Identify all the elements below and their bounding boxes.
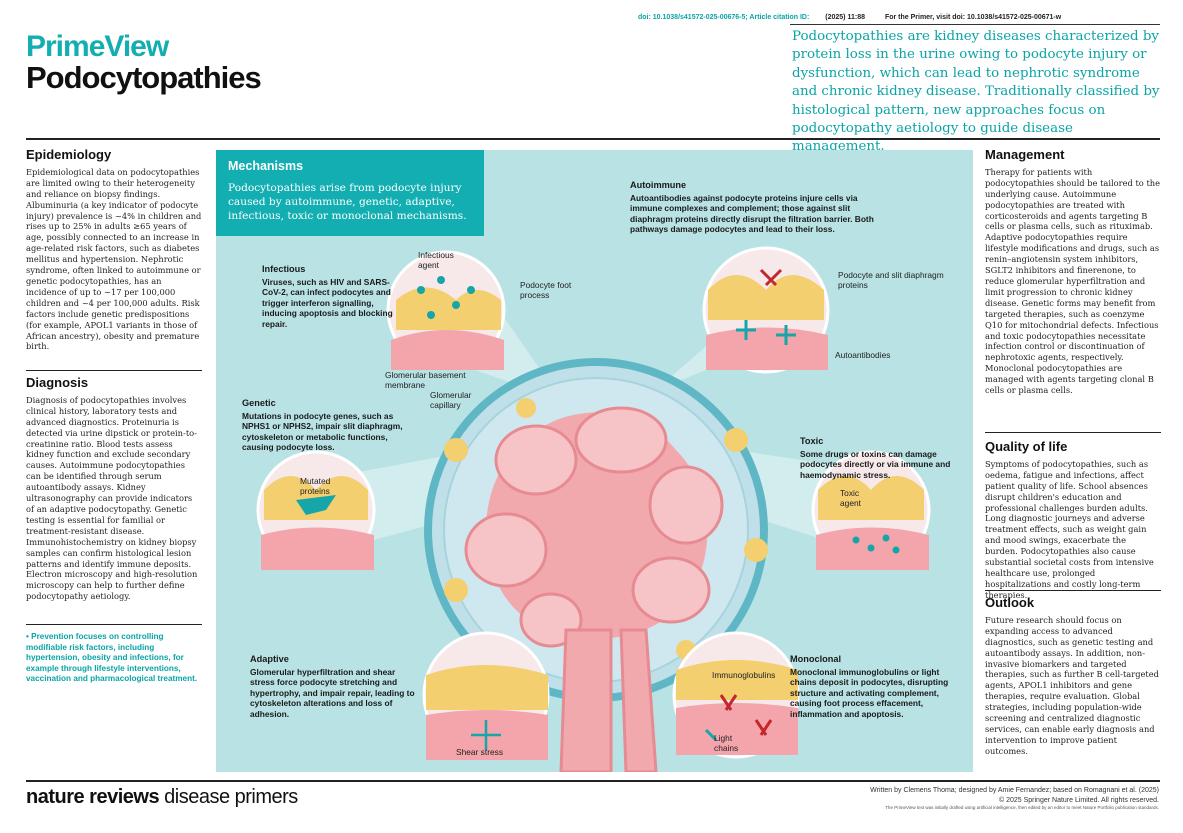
label-capillary: Glomerular capillary — [430, 390, 472, 410]
label-podocyte-foot: Podocyte foot process — [520, 280, 572, 300]
diagnosis-text: Diagnosis of podocytopathies involves cl… — [26, 394, 198, 602]
management-text: Therapy for patients with podocytopathie… — [985, 166, 1161, 396]
right-divider-2 — [985, 590, 1161, 591]
management-title: Management — [985, 147, 1065, 162]
label-infectious-agent: Infectious agent — [418, 250, 454, 270]
brand-primeview: PrimeView — [26, 30, 169, 63]
quality-section: Quality of life Symptoms of podocytopath… — [985, 439, 1161, 601]
infectious-block: Infectious Viruses, such as HIV and SARS… — [262, 264, 397, 330]
left-divider-1 — [26, 370, 202, 371]
page-title: Podocytopathies — [26, 60, 262, 95]
genetic-text: Mutations in podocyte genes, such as NPH… — [242, 410, 403, 453]
left-column: Epidemiology Epidemiological data on pod… — [26, 147, 202, 352]
monoclonal-block: Monoclonal Monoclonal immunoglobulins or… — [790, 654, 950, 720]
outlook-title: Outlook — [985, 595, 1035, 610]
credit-copyright: © 2025 Springer Nature Limited. All righ… — [998, 796, 1159, 804]
outlook-section: Outlook Future research should focus on … — [985, 595, 1161, 757]
prevention-note: • Prevention focuses on controlling modi… — [26, 632, 198, 684]
autoimmune-title: Autoimmune — [630, 180, 687, 190]
credit-ai-note: The PrimeView text was initially drafted… — [885, 805, 1159, 810]
genetic-block: Genetic Mutations in podocyte genes, suc… — [242, 398, 412, 453]
label-light-chains: Light chains — [714, 733, 739, 753]
primer-doi[interactable]: For the Primer, visit doi: 10.1038/s4157… — [884, 14, 1062, 21]
inset-autoimmune — [702, 246, 830, 374]
inset-infectious — [386, 250, 506, 370]
label-mutated-proteins: Mutated proteins — [300, 476, 331, 496]
label-toxic-agent: Toxic agent — [840, 488, 861, 508]
glomerulus — [424, 358, 768, 772]
right-divider-1 — [985, 432, 1161, 433]
label-slit-proteins: Podocyte and slit diaphragm proteins — [838, 270, 944, 290]
footer-brand-light: disease primers — [159, 786, 298, 808]
epidemiology-title: Epidemiology — [26, 147, 112, 162]
mechanisms-header-box: Mechanisms Podocytopathies arise from po… — [216, 150, 484, 236]
inset-adaptive — [422, 631, 550, 760]
epidemiology-text: Epidemiological data on podocytopathies … — [26, 166, 202, 352]
adaptive-block: Adaptive Glomerular hyperfiltration and … — [250, 654, 415, 720]
left-divider-2 — [26, 624, 202, 625]
toxic-text: Some drugs or toxins can damage podocyte… — [800, 448, 951, 480]
mechanisms-intro: Podocytopathies arise from podocyte inju… — [228, 182, 467, 222]
inset-genetic — [256, 450, 376, 570]
label-shear-stress: Shear stress — [456, 747, 504, 757]
monoclonal-title: Monoclonal — [790, 654, 842, 664]
diagnosis-section: Diagnosis Diagnosis of podocytopathies i… — [26, 375, 202, 602]
autoimmune-text: Autoantibodies against podocyte proteins… — [630, 192, 874, 235]
quality-text: Symptoms of podocytopathies, such as oed… — [985, 458, 1154, 600]
credits: Written by Clemens Thoma; designed by Am… — [870, 786, 1159, 811]
header-rule — [790, 24, 1160, 25]
autoimmune-block: Autoimmune Autoantibodies against podocy… — [630, 180, 878, 235]
adaptive-title: Adaptive — [250, 654, 289, 664]
infectious-text: Viruses, such as HIV and SARS-CoV-2, can… — [262, 276, 393, 329]
citation-id: (2025) 11:88 — [825, 14, 865, 21]
mechanisms-illustration — [256, 246, 931, 772]
primeview-doi[interactable]: doi: 10.1038/s41572-025-00676-5; Article… — [638, 14, 810, 21]
label-immunoglobulins: Immunoglobulins — [712, 670, 776, 680]
outlook-text: Future research should focus on expandin… — [985, 614, 1159, 756]
header-doi-line: doi: 10.1038/s41572-025-00676-5; Article… — [638, 14, 1061, 21]
management-section: Management Therapy for patients with pod… — [985, 147, 1161, 396]
infectious-title: Infectious — [262, 264, 306, 274]
footer-brand-bold: nature reviews — [26, 786, 160, 808]
inset-toxic — [811, 450, 931, 570]
label-gbm: Glomerular basement membrane — [385, 370, 466, 390]
diagnosis-title: Diagnosis — [26, 375, 89, 390]
credit-authors: Written by Clemens Thoma; designed by Am… — [870, 787, 1159, 794]
inset-monoclonal — [672, 631, 800, 759]
adaptive-text: Glomerular hyperfiltration and shear str… — [250, 666, 415, 719]
top-divider — [26, 138, 1160, 140]
toxic-block: Toxic Some drugs or toxins can damage po… — [800, 436, 960, 480]
label-autoantibodies: Autoantibodies — [835, 350, 891, 360]
toxic-title: Toxic — [800, 436, 824, 446]
mechanisms-panel — [216, 150, 973, 772]
quality-title: Quality of life — [985, 439, 1068, 454]
footer-brand: nature reviews disease primers — [26, 786, 298, 809]
bottom-divider — [26, 780, 1160, 782]
genetic-title: Genetic — [242, 398, 276, 408]
monoclonal-text: Monoclonal immunoglobulins or light chai… — [790, 666, 949, 719]
mechanisms-title: Mechanisms — [228, 159, 304, 173]
